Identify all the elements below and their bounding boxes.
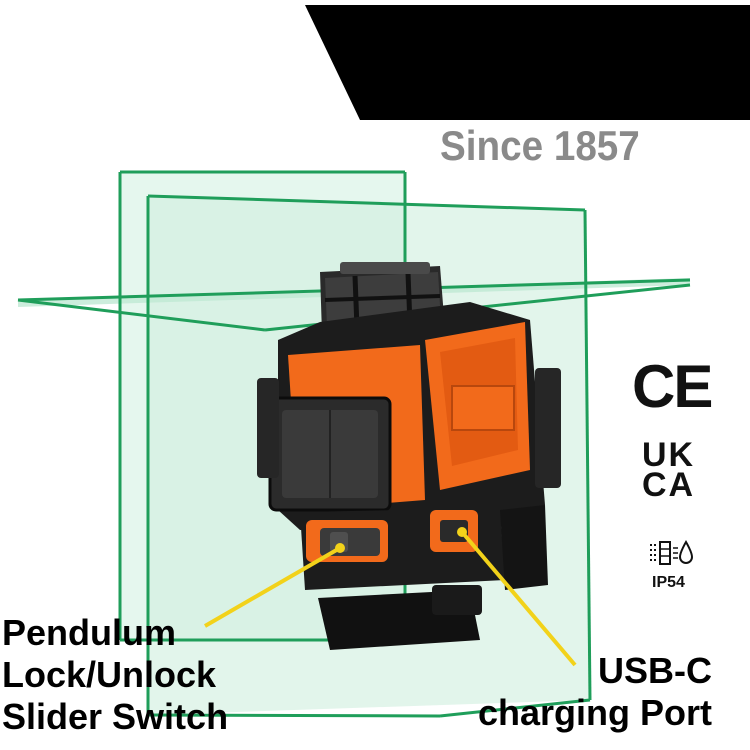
ukca-mark: UK CA bbox=[642, 436, 712, 504]
laser-lines bbox=[17, 170, 691, 718]
top-banner bbox=[305, 5, 750, 120]
ukca-line-2: CA bbox=[642, 466, 696, 504]
callout-left-line-2: Lock/Unlock bbox=[2, 654, 217, 695]
callout-left-line-1: Pendulum bbox=[2, 612, 177, 653]
pendulum-switch-callout: Pendulum Lock/Unlock Slider Switch bbox=[2, 612, 228, 738]
ukca-line-1: UK bbox=[642, 436, 696, 474]
brand-tagline: Since 1857 bbox=[440, 122, 640, 169]
ip-rating-label: IP54 bbox=[652, 574, 685, 591]
usb-c-port-callout: USB-C charging Port bbox=[478, 650, 712, 734]
callout-lines bbox=[203, 527, 577, 667]
laser-level-tool bbox=[257, 262, 561, 650]
ce-mark: CE bbox=[632, 353, 713, 420]
dust-water-protection-icon bbox=[650, 540, 694, 565]
callout-left-line-3: Slider Switch bbox=[2, 696, 229, 737]
callout-right-line-2: charging Port bbox=[477, 692, 712, 733]
callout-right-line-1: USB-C bbox=[598, 650, 712, 691]
